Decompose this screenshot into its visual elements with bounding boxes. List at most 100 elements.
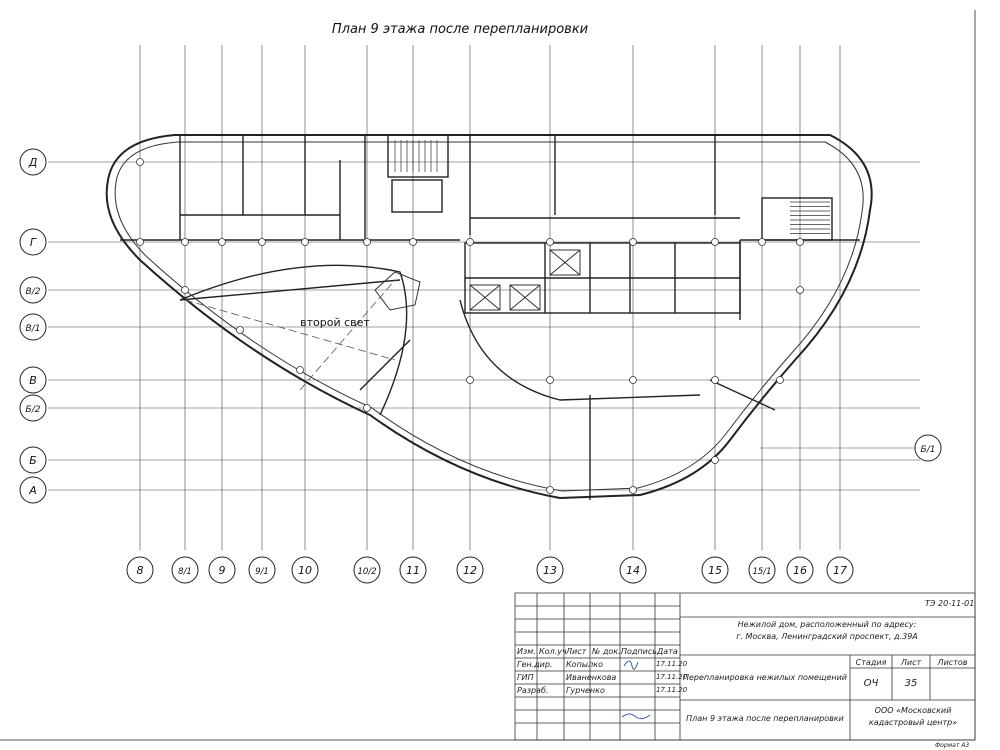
org-line-2: кадастровый центр»: [868, 718, 958, 727]
hdr-koluch: Кол.уч: [539, 647, 567, 656]
column-axis-label: 14: [626, 564, 640, 577]
column-axis-bubble: 8: [126, 556, 154, 584]
row-axis-label: В/1: [26, 324, 41, 334]
building-outline: [105, 134, 873, 500]
column-axis-bubble: 12: [456, 556, 484, 584]
row-axis-bubble: Д: [19, 148, 47, 176]
column-axis-bubble: 10: [291, 556, 319, 584]
sheets-label: Листов: [937, 658, 968, 667]
row-axis-label: В: [29, 374, 37, 387]
row-axis-label: Б/1: [921, 445, 936, 455]
row-axis-bubble: А: [19, 476, 47, 504]
row-axis-bubble: В/2: [19, 276, 47, 304]
column-axis-label: 17: [833, 564, 847, 577]
hdr-list: Лист: [566, 647, 587, 656]
column-marker: [218, 238, 226, 246]
column-marker: [466, 238, 474, 246]
row-axis-label: Д: [28, 156, 38, 169]
column-marker: [711, 456, 719, 464]
column-axis-bubble: 11: [399, 556, 427, 584]
row-axis-bubble: Г: [19, 228, 47, 256]
column-axis-bubble: 8/1: [171, 556, 199, 584]
column-marker: [711, 238, 719, 246]
column-axis-label: 9: [219, 564, 226, 577]
date-3: 17.11.20: [656, 686, 688, 694]
name-2: Иваненкова: [566, 673, 617, 682]
column-marker: [136, 158, 144, 166]
column-marker: [136, 238, 144, 246]
date-2: 17.11.20: [656, 673, 688, 681]
name-3: Гурченко: [566, 686, 605, 695]
role-3: Разраб.: [517, 686, 549, 695]
column-marker: [466, 376, 474, 384]
column-marker: [181, 286, 189, 294]
row-axis-bubble: Б/2: [19, 394, 47, 422]
column-marker: [546, 238, 554, 246]
hdr-sign: Подпись: [621, 647, 657, 656]
stage-value: ОЧ: [863, 678, 879, 689]
org-line-1: ООО «Московский: [874, 706, 952, 715]
row-axis-bubble: В: [19, 366, 47, 394]
address-line-2: г. Москва, Ленинградский проспект, д.39А: [736, 632, 918, 641]
row-axis-label: В/2: [26, 287, 41, 297]
column-marker: [363, 238, 371, 246]
role-2: ГИП: [517, 673, 534, 682]
sheet-value: 35: [904, 678, 918, 689]
row-axis-bubble-right: Б/1: [760, 434, 942, 462]
column-marker: [546, 486, 554, 494]
role-1: Ген.дир.: [517, 660, 553, 669]
column-axis-bubble: 15: [701, 556, 729, 584]
column-marker: [363, 404, 371, 412]
column-axis-label: 10: [298, 564, 312, 577]
row-axis-label: Г: [30, 236, 37, 249]
column-marker: [301, 238, 309, 246]
column-marker: [181, 238, 189, 246]
column-marker: [758, 238, 766, 246]
column-axis-bubble: 9/1: [248, 556, 276, 584]
column-axis-bubble: 10/2: [353, 556, 381, 584]
column-marker: [546, 376, 554, 384]
column-marker: [629, 376, 637, 384]
address-line-1: Нежилой дом, расположенный по адресу:: [737, 620, 917, 629]
format-label: Формат А3: [935, 742, 970, 749]
column-axis-label: 10/2: [357, 567, 376, 577]
stage-label: Стадия: [855, 658, 887, 667]
row-axis-bubble: В/1: [19, 313, 47, 341]
drawing-name: План 9 этажа после перепланировки: [686, 714, 844, 723]
column-marker: [796, 286, 804, 294]
room-label-second-light: второй свет: [300, 316, 370, 329]
column-marker: [409, 238, 417, 246]
column-axis-label: 9/1: [255, 567, 269, 577]
column-marker: [258, 238, 266, 246]
date-1: 17.11.20: [656, 660, 688, 668]
column-axis-bubble: 9: [208, 556, 236, 584]
column-axis-label: 8/1: [178, 567, 192, 577]
sheet-label: Лист: [900, 658, 922, 667]
hdr-date: Дата: [657, 647, 678, 656]
hdr-izm: Изм.: [517, 647, 536, 656]
column-axis-bubble: 17: [826, 556, 854, 584]
doc-code: ТЭ 20-11-01: [925, 599, 975, 608]
column-axis-label: 12: [463, 564, 477, 577]
name-1: Копылко: [566, 660, 603, 669]
work-title: Перепланировка нежилых помещений: [682, 673, 847, 682]
column-axis-label: 8: [137, 564, 144, 577]
column-axis-label: 15/1: [752, 567, 771, 577]
row-axis-bubble: Б: [19, 446, 47, 474]
row-axis-label: А: [28, 484, 37, 497]
column-marker: [296, 366, 304, 374]
column-axis-bubble: 16: [786, 556, 814, 584]
column-marker: [711, 376, 719, 384]
row-axis-label: Б: [29, 454, 37, 467]
column-axis-label: 15: [708, 564, 722, 577]
column-axis-bubble: 13: [536, 556, 564, 584]
hdr-ndoc: № док.: [592, 647, 621, 656]
column-marker: [776, 376, 784, 384]
column-axis-label: 13: [543, 564, 557, 577]
column-axis-bubble: 14: [619, 556, 647, 584]
drawing-title: План 9 этажа после перепланировки: [331, 22, 589, 37]
column-marker: [629, 486, 637, 494]
column-axis-label: 16: [793, 564, 807, 577]
